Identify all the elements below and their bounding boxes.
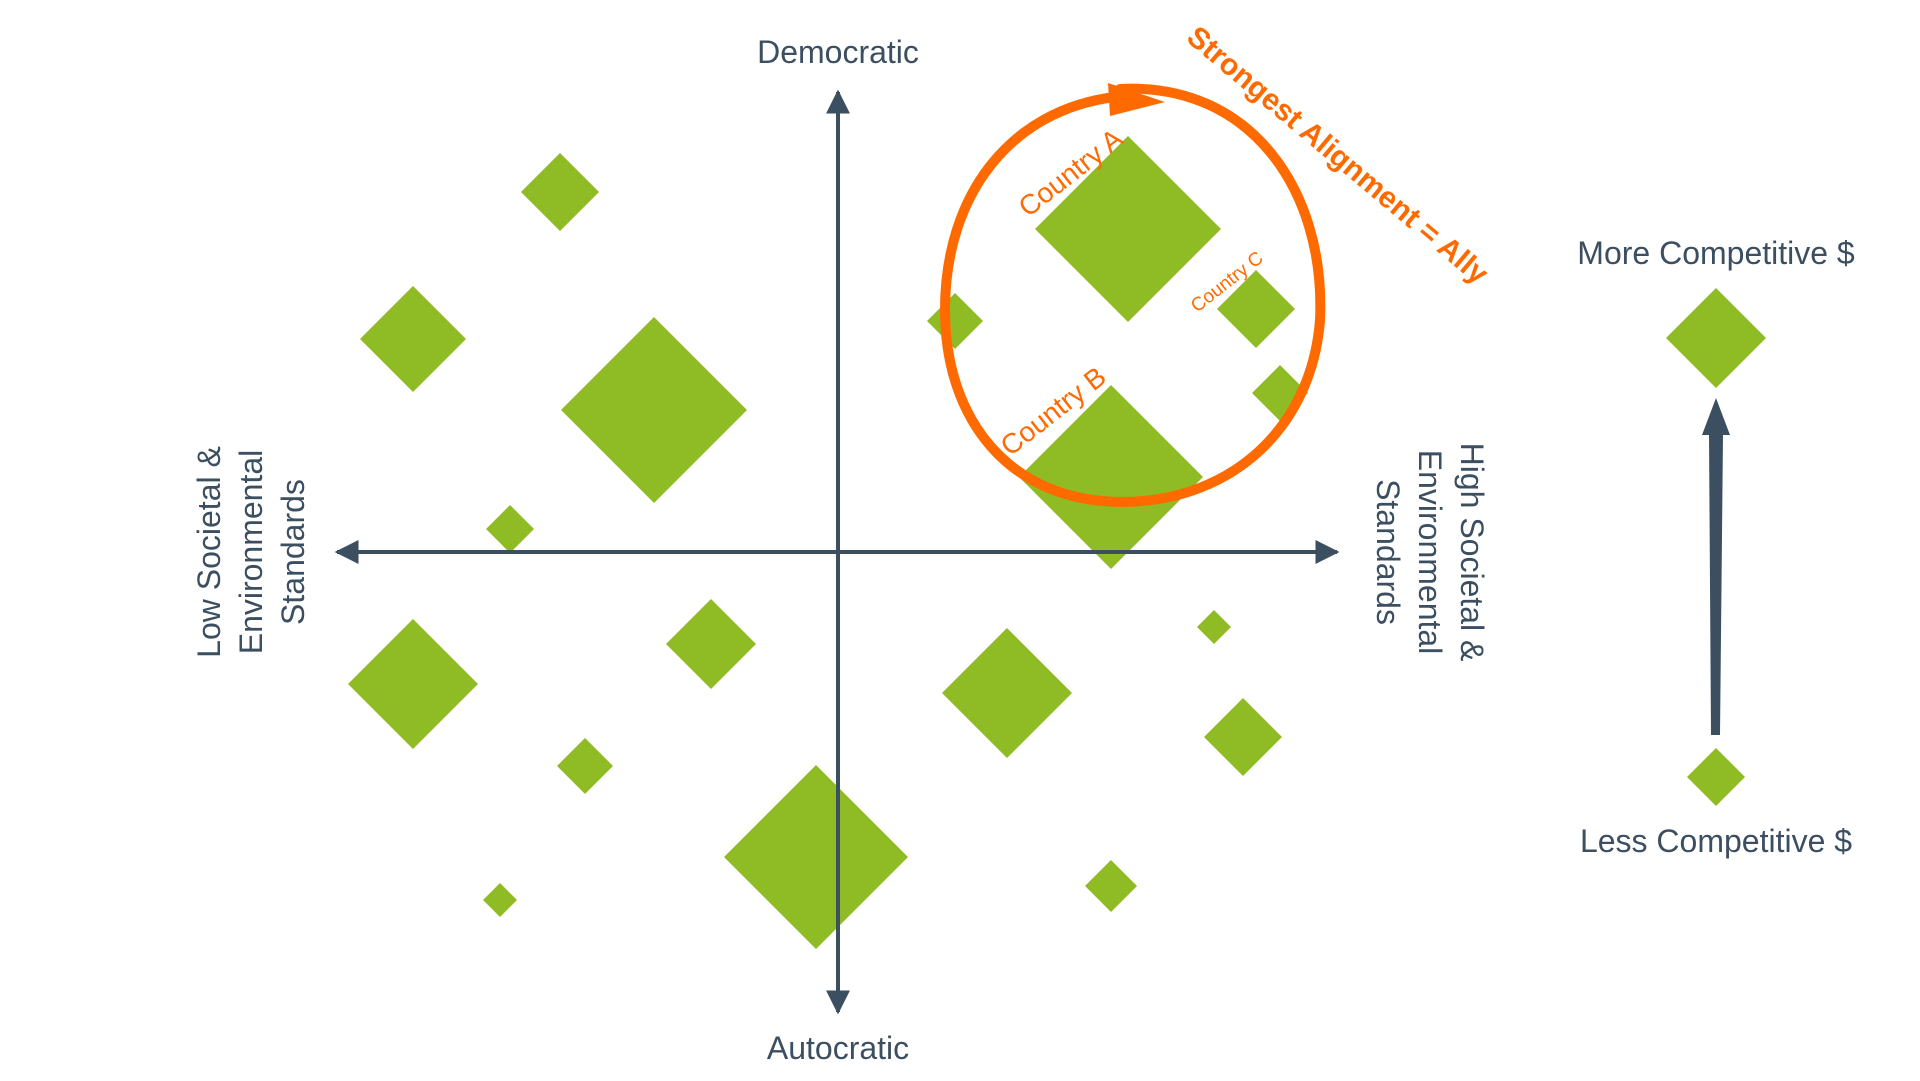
axis-label-low-line-3: Standards (275, 479, 311, 625)
axis-label-high-line-3: Standards (1370, 479, 1406, 625)
marker-country-b (1019, 385, 1203, 569)
axis-label-autocratic: Autocratic (767, 1030, 909, 1066)
axis-label-high-standards: High Societal & Environmental Standards (1370, 443, 1490, 662)
marker-group (348, 136, 1308, 949)
axis-label-low-line-2: Environmental (233, 450, 269, 655)
marker-upper-left-medium (360, 286, 466, 392)
marker-lower-right-medium (942, 628, 1072, 758)
marker-upper-left-large (561, 317, 747, 503)
marker-upper-left-small (521, 153, 599, 231)
legend-more-competitive: More Competitive $ (1577, 235, 1855, 271)
axis-label-low-standards: Low Societal & Environmental Standards (191, 446, 311, 658)
marker-lower-left-center (666, 599, 756, 689)
legend-less-competitive: Less Competitive $ (1580, 823, 1852, 859)
axis-label-high-line-2: Environmental (1412, 450, 1448, 655)
legend-arrow (1702, 398, 1730, 735)
marker-lower-right-small (1204, 698, 1282, 776)
marker-lower-right-tiny (1197, 610, 1231, 644)
marker-bottom-center-large (724, 765, 908, 949)
marker-country-c (1217, 270, 1295, 348)
axis-label-low-line-1: Low Societal & (191, 446, 227, 658)
axis-label-high-line-1: High Societal & (1454, 443, 1490, 662)
marker-lower-right-bottom (1085, 860, 1137, 912)
marker-lower-left-medium (348, 619, 478, 749)
alignment-circle (939, 83, 1326, 508)
marker-lower-left-tiny (483, 883, 517, 917)
legend-large-marker (1666, 288, 1766, 388)
strongest-alignment-label: Strongest Alignment = Ally (1181, 20, 1495, 291)
alignment-arrowhead (1108, 83, 1165, 116)
marker-near-circle-left (927, 293, 983, 349)
legend-small-marker (1687, 748, 1745, 806)
marker-country-a (1035, 136, 1221, 322)
marker-left-tiny (486, 505, 534, 553)
axis-label-democratic: Democratic (757, 34, 919, 70)
marker-lower-left-small (557, 738, 613, 794)
